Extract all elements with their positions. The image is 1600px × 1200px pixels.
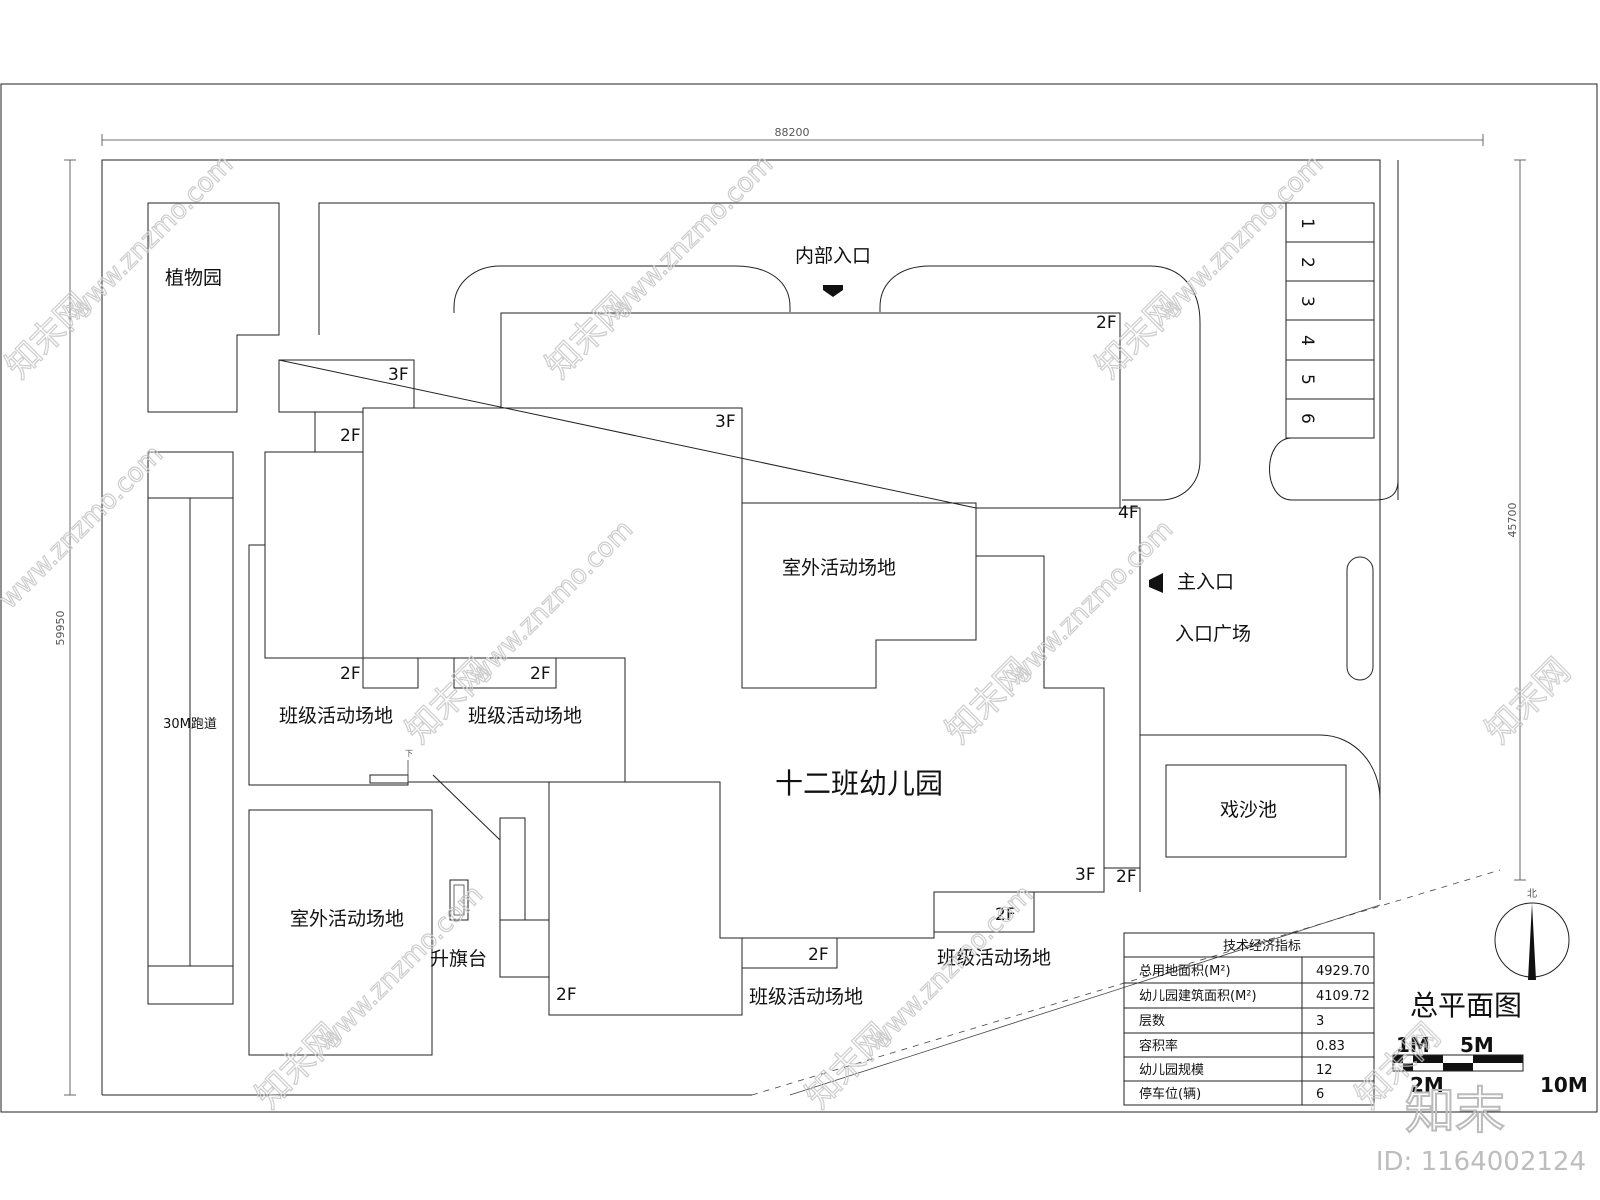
building-north-wing <box>500 312 1121 689</box>
internal-entrance-label: 内部入口 <box>795 245 871 267</box>
watermark-url: www.znzmo.com <box>604 150 779 325</box>
tech-table-value: 3 <box>1316 1014 1324 1029</box>
scale-1m-label: 1M <box>1396 1033 1430 1057</box>
class-area-3-label: 班级活动场地 <box>749 986 863 1008</box>
tech-table-value: 0.83 <box>1316 1039 1345 1054</box>
stair-down-label: 下 <box>405 749 413 758</box>
road-edge <box>789 904 1381 1096</box>
flag-platform-label: 升旗台 <box>430 948 487 970</box>
floor-label: 2F <box>1116 867 1137 887</box>
tech-table-title: 技术经济指标 <box>1223 939 1301 954</box>
watermark-url: www.znzmo.com <box>0 440 169 615</box>
watermark-brand: 知末网 <box>1478 651 1578 751</box>
entrance-plaza-label: 入口广场 <box>1175 623 1251 645</box>
parking-area <box>1269 160 1399 501</box>
sandpit-label: 戏沙池 <box>1220 799 1277 821</box>
parking-space-5: 5 <box>1297 374 1317 385</box>
floor-label: 2F <box>340 426 361 446</box>
building-southeast-annex <box>933 891 1035 933</box>
floor-label: 2F <box>1096 313 1117 333</box>
flag-platform <box>449 879 469 921</box>
scale-10m-label: 10M <box>1540 1073 1588 1097</box>
dimension-right-label: 45700 <box>1506 503 1519 538</box>
dimension-left-label: 59950 <box>54 611 67 646</box>
class-area-1-label: 班级活动场地 <box>279 705 393 727</box>
sandpit <box>1165 764 1347 858</box>
watermark-url: www.znzmo.com <box>1004 515 1179 690</box>
floor-label: 2F <box>556 985 577 1005</box>
stair-ramp <box>369 774 409 784</box>
floor-label: 3F <box>388 365 409 385</box>
watermark-url: www.znzmo.com <box>464 515 639 690</box>
dimension-right: 45700 <box>1506 159 1526 881</box>
dimension-top: 88200 <box>101 126 1484 146</box>
tech-table-value: 4929.70 <box>1316 964 1370 979</box>
floor-label: 3F <box>1075 865 1096 885</box>
site-boundary-diagonal <box>751 869 1501 1096</box>
tech-table-label: 层数 <box>1139 1014 1165 1029</box>
floor-label: 2F <box>340 664 361 684</box>
tech-table-value: 4109.72 <box>1316 989 1370 1004</box>
main-entrance-label: 主入口 <box>1177 571 1234 593</box>
parking-space-6: 6 <box>1297 413 1317 424</box>
floor-label: 4F <box>1118 503 1139 523</box>
building-west-wing <box>264 411 364 659</box>
watermark-logo: 知末 <box>1405 1082 1505 1140</box>
plan-title: 总平面图 <box>1410 989 1522 1022</box>
parking-space-3: 3 <box>1297 296 1317 307</box>
track-label: 30M跑道 <box>163 717 217 732</box>
floor-label: 2F <box>995 905 1016 925</box>
botanical-garden-area <box>147 202 280 413</box>
tech-table-label: 幼儿园建筑面积(M²) <box>1139 988 1257 1004</box>
building-core <box>278 359 1141 869</box>
parking-space-1: 1 <box>1297 218 1317 229</box>
class-area-2-label: 班级活动场地 <box>468 705 582 727</box>
class-area-4-label: 班级活动场地 <box>937 947 1051 969</box>
dimension-left: 59950 <box>54 159 76 1096</box>
floor-label: 2F <box>530 664 551 684</box>
north-label: 北 <box>1527 888 1537 900</box>
building-south-annex <box>741 937 838 969</box>
planter-island <box>1346 556 1374 681</box>
parking-space-2: 2 <box>1297 257 1317 268</box>
drawing-frame <box>0 83 1598 1113</box>
class-area-west <box>248 544 626 786</box>
outdoor-area-north <box>741 502 977 689</box>
plaza-edge <box>1140 734 1381 801</box>
outdoor-area-south <box>248 809 433 1056</box>
dimension-top-label: 88200 <box>775 126 810 139</box>
tech-table-label: 总用地面积(M²) <box>1139 964 1231 979</box>
tech-table-label: 容积率 <box>1139 1038 1178 1054</box>
tech-table <box>1123 932 1375 1106</box>
north-lawn-band <box>318 202 1375 439</box>
site-boundary <box>101 159 1381 1095</box>
watermark-id: ID: 1164002124 <box>1376 1147 1586 1177</box>
outdoor-area-south-label: 室外活动场地 <box>290 908 404 930</box>
parking-space-4: 4 <box>1297 335 1317 346</box>
scale-2m-label: 2M <box>1410 1073 1444 1097</box>
watermark-url: www.znzmo.com <box>64 150 239 325</box>
botanical-garden-label: 植物园 <box>165 267 222 289</box>
floor-label: 3F <box>715 412 736 432</box>
internal-entrance-arrow-icon <box>823 285 843 297</box>
main-entrance-arrow-icon <box>1149 573 1163 593</box>
building-southwest-wing <box>548 781 743 1016</box>
tech-table-label: 停车位(辆) <box>1139 1086 1201 1102</box>
tech-table-label: 幼儿园规模 <box>1139 1063 1204 1078</box>
outdoor-area-north-label: 室外活动场地 <box>782 557 896 579</box>
scale-bar: 1M 5M 2M 10M <box>1392 1033 1588 1097</box>
scale-5m-label: 5M <box>1460 1033 1494 1057</box>
north-drive-right <box>879 265 1201 501</box>
north-drive-left <box>453 265 791 313</box>
tech-table-value: 12 <box>1316 1063 1333 1078</box>
north-arrow-icon: 北 <box>1494 888 1570 980</box>
track-area <box>147 451 234 1005</box>
building-name-label: 十二班幼儿园 <box>775 767 943 800</box>
tech-table-value: 6 <box>1316 1087 1324 1102</box>
floor-label: 2F <box>808 945 829 965</box>
